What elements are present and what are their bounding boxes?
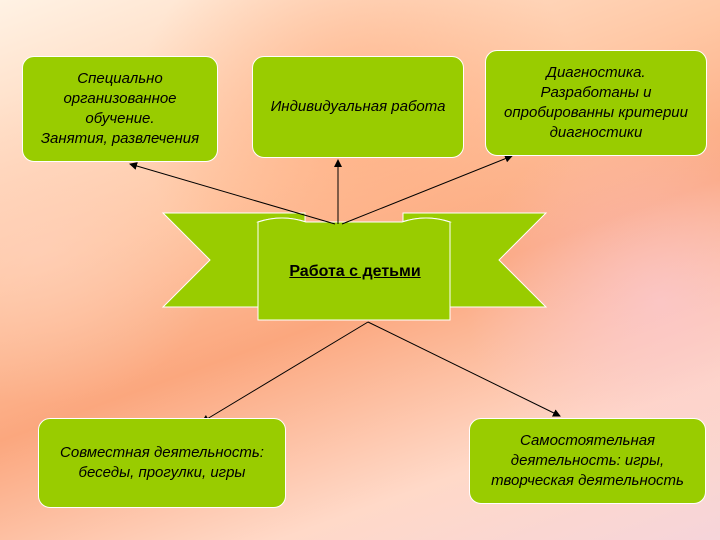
ribbon-banner [161,212,548,321]
box-joint-activity: Совместная деятельность: беседы, прогулк… [38,418,286,508]
box-diagnostics-text: Диагностика. Разработаны и опробированны… [504,64,688,141]
box-individual-work: Индивидуальная работа [252,56,464,158]
arrow-to-bottom-right [367,321,561,417]
box-diagnostics: Диагностика. Разработаны и опробированны… [485,50,707,156]
box-individual-work-text: Индивидуальная работа [270,98,446,115]
center-title: Работа с детьми [289,263,421,280]
box-independent-activity: Самостоятельная деятельность: игры, твор… [469,418,706,504]
arrows [129,154,561,423]
ribbon-center [257,217,451,321]
arrow-to-top-right [341,154,513,225]
box-special-training-text: Специально организованное обучение. Заня… [40,70,200,147]
arrow-to-top-left [129,162,336,225]
box-special-training: Специально организованное обучение. Заня… [22,56,218,162]
box-joint-activity-text: Совместная деятельность: беседы, прогулк… [60,444,264,481]
arrow-to-bottom-left [201,321,369,423]
box-independent-activity-text: Самостоятельная деятельность: игры, твор… [491,432,684,489]
